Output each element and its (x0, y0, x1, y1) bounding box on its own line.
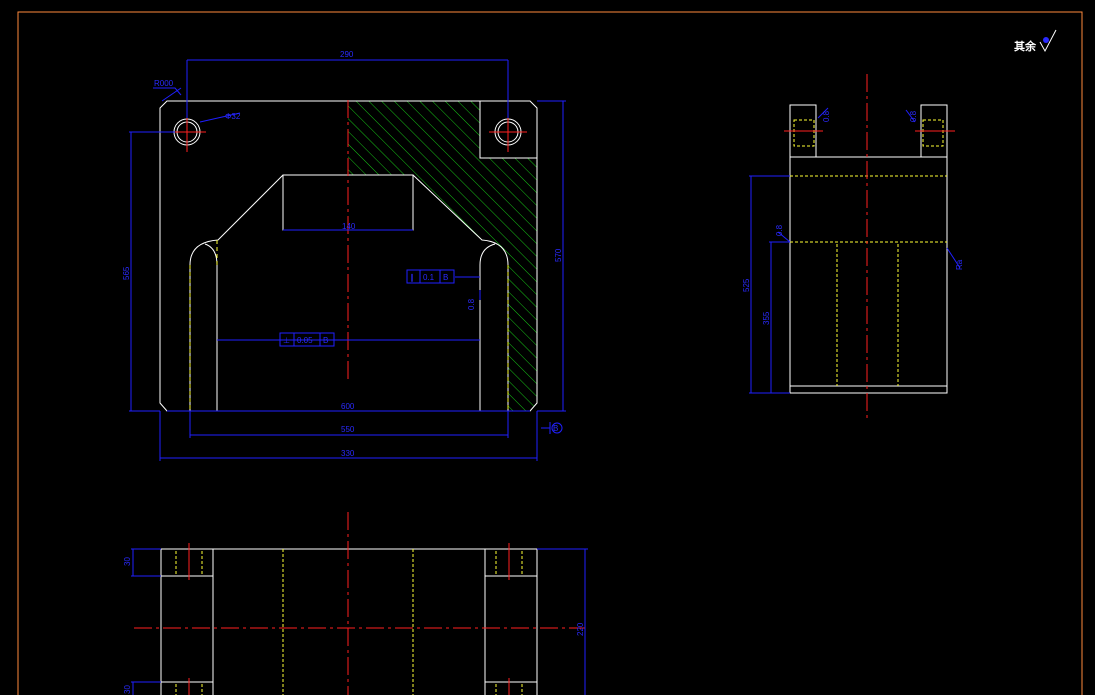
dim-roughness-right: 0.8 (467, 298, 476, 310)
front-pocket-right (479, 101, 537, 159)
drawing-frame (17, 11, 1083, 695)
roughness-note-label: 其余 (1014, 39, 1037, 53)
dim-inner-bottom: 600 (341, 402, 355, 411)
front-dimension-lines (129, 59, 566, 461)
dim-datum-b: B (553, 424, 558, 433)
roughness-symbol-icon (1039, 29, 1057, 53)
dim-side-roughness-side: Ra (955, 259, 964, 270)
dim-side-lower-height: 355 (762, 311, 771, 325)
dim-side-roughness-mid: 0.8 (775, 224, 784, 236)
bottom-view: 30 220 30 (123, 512, 588, 695)
dim-right-height: 570 (554, 248, 563, 262)
tol2-value: 0.05 (297, 336, 313, 345)
bottom-dimension-lines (131, 548, 588, 695)
front-section-hatch (348, 101, 537, 411)
dim-chamfer: R000 (154, 79, 174, 88)
dim-side-roughness-right: 0.8 (909, 110, 918, 122)
roughness-symbol-dot (1043, 37, 1049, 43)
tolerance-frame-perpendicular: ⊥ 0.05 B (279, 332, 335, 347)
dim-top-width: 290 (340, 50, 354, 59)
tol2-datum: B (323, 336, 328, 345)
side-hidden-lines (790, 119, 947, 386)
side-centerlines (784, 74, 955, 422)
bottom-body (160, 548, 538, 695)
front-slot-right-wall (479, 243, 496, 411)
dim-left-height: 565 (122, 266, 131, 280)
dim-hole-dia: Φ32 (225, 112, 241, 121)
side-view: 525 355 0.8 0.8 0.8 Ra (742, 74, 964, 422)
dim-side-overall-height: 525 (742, 278, 751, 292)
dim-slot-width: 550 (341, 425, 355, 434)
front-view: ∥ 0.1 B ⊥ 0.05 B 290 R000 Φ32 565 570 14… (122, 50, 566, 461)
front-slot-left-wall (204, 243, 218, 411)
dim-side-roughness-left: 0.8 (822, 110, 831, 122)
side-dimension-lines (749, 107, 961, 394)
dim-window-width: 140 (342, 222, 356, 231)
tol2-symbol: ⊥ (283, 336, 290, 345)
dim-bottom-top-offset: 30 (123, 557, 132, 566)
dim-bottom-height: 220 (576, 622, 585, 636)
bottom-hidden-lines (175, 549, 523, 695)
tol1-symbol: ∥ (410, 273, 414, 282)
tol1-datum: B (443, 273, 448, 282)
datum-b-circle (551, 422, 563, 434)
tolerance-frame-parallel: ∥ 0.1 B (406, 269, 455, 284)
tol1-value: 0.1 (423, 273, 435, 282)
side-body (789, 156, 948, 394)
bottom-centerlines (134, 512, 585, 695)
dim-bottom-bottom-offset: 30 (123, 685, 132, 694)
dim-overall-width: 330 (341, 449, 355, 458)
